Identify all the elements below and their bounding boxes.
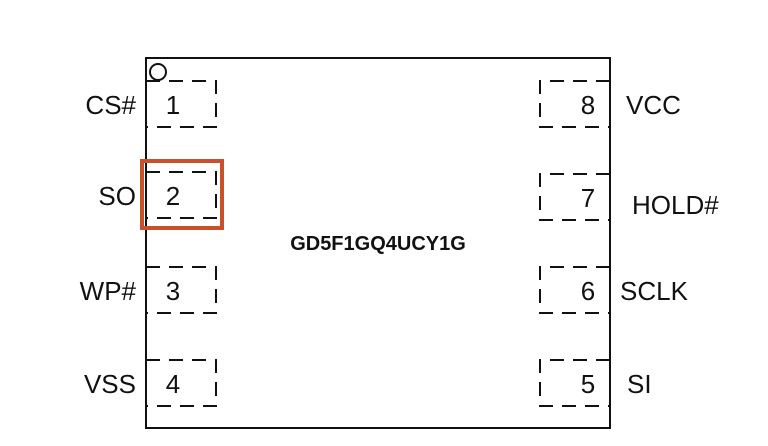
pin-pad bbox=[539, 266, 610, 314]
pin-number: 5 bbox=[581, 369, 595, 399]
pin-pad bbox=[146, 80, 217, 128]
pin-label: SI bbox=[627, 369, 652, 399]
pin-5: 5 SI bbox=[539, 359, 652, 407]
pin-4: 4 VSS bbox=[84, 359, 217, 407]
pin-label: HOLD# bbox=[632, 190, 719, 220]
pin-number: 8 bbox=[581, 90, 595, 120]
pin1-marker bbox=[149, 63, 167, 81]
pin-pad bbox=[146, 266, 217, 314]
pin-6: 6 SCLK bbox=[539, 266, 689, 314]
pin-number: 3 bbox=[166, 276, 180, 306]
pin-pad bbox=[539, 359, 610, 407]
pin-label: VSS bbox=[84, 369, 136, 399]
pin-pad bbox=[146, 171, 217, 219]
pin-number: 2 bbox=[166, 181, 180, 211]
pin-pad bbox=[539, 173, 610, 221]
pin-3: 3 WP# bbox=[80, 266, 217, 314]
pin-pad bbox=[539, 80, 610, 128]
pin-label: SCLK bbox=[620, 276, 689, 306]
pin-number: 1 bbox=[166, 90, 180, 120]
chip-body bbox=[145, 57, 611, 429]
chip-name: GD5F1GQ4UCY1G bbox=[290, 233, 466, 255]
pin-pad bbox=[146, 359, 217, 407]
pin-number: 4 bbox=[166, 369, 180, 399]
pin-label: WP# bbox=[80, 276, 137, 306]
pin-1: 1 CS# bbox=[85, 80, 217, 128]
pin-label: VCC bbox=[626, 90, 681, 120]
pin-number: 6 bbox=[581, 276, 595, 306]
pin-8: 8 VCC bbox=[539, 80, 681, 128]
pin-label: CS# bbox=[85, 90, 136, 120]
pin-number: 7 bbox=[581, 183, 595, 213]
pin-7: 7 HOLD# bbox=[539, 173, 719, 221]
pin-label: SO bbox=[98, 181, 136, 211]
pin-highlight-box bbox=[140, 159, 224, 230]
pin-2: 2 SO bbox=[98, 159, 224, 230]
